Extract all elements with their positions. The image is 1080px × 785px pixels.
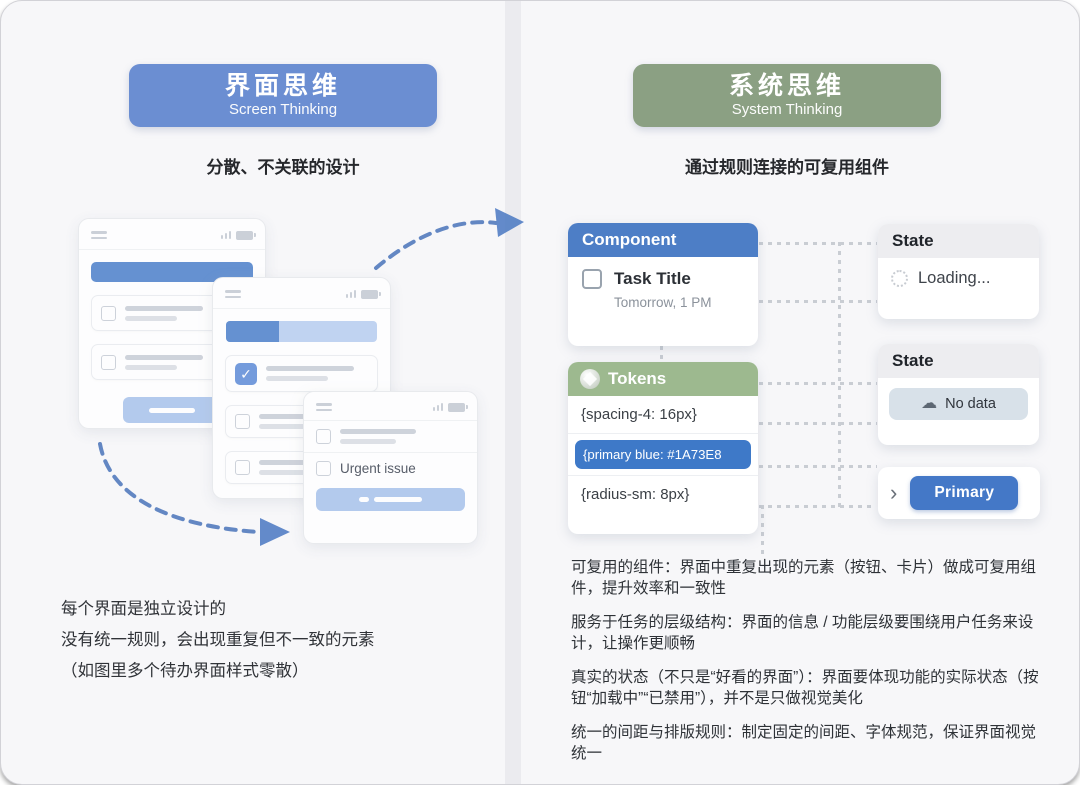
signal-icon bbox=[345, 290, 356, 298]
loading-label: Loading... bbox=[918, 269, 991, 287]
cloud-icon: ☁ bbox=[921, 395, 938, 412]
task-checkbox-icon[interactable] bbox=[582, 269, 602, 289]
checkbox-icon[interactable] bbox=[235, 414, 250, 429]
dotted-connector bbox=[759, 382, 877, 385]
battery-icon bbox=[448, 402, 468, 412]
primary-button-card: › Primary bbox=[878, 467, 1040, 519]
checkbox-icon[interactable] bbox=[316, 429, 331, 444]
left-banner: 界面思维 Screen Thinking bbox=[129, 64, 437, 127]
mock-button[interactable] bbox=[123, 397, 221, 423]
right-notes: 可复用的组件：界面中重复出现的元素（按钮、卡片）做成可复用组件，提升效率和一致性… bbox=[571, 557, 1049, 777]
tokens-card-header: Tokens bbox=[608, 369, 667, 388]
signal-icon bbox=[432, 403, 443, 411]
dashed-arrow-to-system bbox=[374, 208, 524, 270]
state-nodata-card: State ☁ No data bbox=[878, 344, 1039, 445]
nodata-pill: ☁ No data bbox=[889, 388, 1028, 420]
right-banner-subtitle: System Thinking bbox=[731, 101, 843, 118]
task-time: Tomorrow, 1 PM bbox=[614, 295, 712, 310]
dotted-connector bbox=[759, 465, 877, 468]
battery-icon bbox=[361, 289, 381, 299]
todo-item bbox=[304, 421, 477, 453]
right-banner-title: 系统思维 bbox=[728, 72, 845, 100]
checkbox-icon[interactable] bbox=[101, 354, 116, 370]
left-banner-title: 界面思维 bbox=[224, 72, 341, 100]
dotted-connector bbox=[759, 242, 877, 245]
token-row-spacing: {spacing-4: 16px} bbox=[581, 406, 697, 423]
right-note-paragraph: 真实的状态（不只是“好看的界面”）：界面要体现功能的实际状态（按钮“加载中”“已… bbox=[571, 669, 1039, 707]
right-note-paragraph: 可复用的组件：界面中重复出现的元素（按钮、卡片）做成可复用组件，提升效率和一致性 bbox=[571, 559, 1037, 597]
todo-item-checked bbox=[225, 355, 378, 392]
scattered-screens-illustration: Urgent issue bbox=[1, 1, 541, 581]
dotted-connector bbox=[759, 300, 877, 303]
component-card: Component Task Title Tomorrow, 1 PM bbox=[568, 223, 758, 346]
left-note-line: 每个界面是独立设计的 bbox=[61, 600, 226, 618]
token-row-primary-blue: {primary blue: #1A73E8 bbox=[575, 440, 751, 469]
hamburger-icon bbox=[316, 400, 332, 414]
left-banner-subtitle: Screen Thinking bbox=[228, 101, 338, 118]
task-title: Task Title bbox=[614, 269, 691, 288]
right-note-paragraph: 统一的间距与排版规则：制定固定的间距、字体规范，保证界面视觉统一 bbox=[571, 724, 1037, 762]
checked-checkbox-icon[interactable] bbox=[235, 362, 257, 385]
dotted-connector bbox=[759, 422, 877, 425]
signal-icon bbox=[220, 231, 231, 239]
state-loading-card: State Loading... bbox=[878, 224, 1039, 319]
mock-screen-3: Urgent issue bbox=[303, 391, 478, 544]
battery-icon bbox=[236, 230, 256, 240]
tokens-card: Tokens {spacing-4: 16px} {primary blue: … bbox=[568, 362, 758, 534]
left-notes: 每个界面是独立设计的 没有统一规则，会出现重复但不一致的元素 （如图里多个待办界… bbox=[61, 594, 501, 687]
urgent-issue-label: Urgent issue bbox=[340, 461, 416, 476]
chevron-right-icon: › bbox=[890, 480, 898, 505]
dotted-connector bbox=[761, 505, 764, 557]
progress-bar bbox=[226, 321, 377, 342]
dotted-connector bbox=[838, 242, 841, 508]
state-nodata-header: State bbox=[878, 344, 1039, 378]
token-sphere-icon bbox=[580, 369, 600, 389]
checkbox-icon[interactable] bbox=[101, 305, 116, 321]
dashed-arrow-loop bbox=[98, 442, 290, 546]
checkbox-icon[interactable] bbox=[235, 460, 250, 475]
spinner-icon bbox=[891, 270, 908, 287]
dotted-connector bbox=[660, 346, 663, 363]
header-bar bbox=[91, 262, 253, 282]
right-caption: 通过规则连接的可复用组件 bbox=[685, 158, 889, 177]
primary-button[interactable]: Primary bbox=[910, 476, 1019, 510]
urgent-issue-row: Urgent issue bbox=[304, 453, 477, 484]
mock-button[interactable] bbox=[316, 488, 465, 511]
todo-item bbox=[225, 405, 378, 438]
left-note-line: 没有统一规则，会出现重复但不一致的元素 bbox=[61, 631, 375, 649]
hamburger-icon bbox=[91, 228, 107, 242]
token-row-radius: {radius-sm: 8px} bbox=[568, 475, 758, 513]
dotted-connector bbox=[759, 505, 871, 508]
arrowhead-icon bbox=[260, 518, 290, 546]
right-banner: 系统思维 System Thinking bbox=[633, 64, 941, 127]
checkbox-icon[interactable] bbox=[316, 461, 331, 476]
component-card-header: Component bbox=[568, 223, 758, 257]
arrowhead-icon bbox=[495, 208, 524, 237]
left-note-line: （如图里多个待办界面样式零散） bbox=[61, 662, 309, 680]
todo-item bbox=[91, 344, 253, 380]
column-divider bbox=[505, 1, 521, 784]
nodata-label: No data bbox=[945, 396, 996, 412]
hamburger-icon bbox=[225, 287, 241, 301]
left-caption: 分散、不关联的设计 bbox=[206, 158, 360, 177]
state-loading-header: State bbox=[878, 224, 1039, 258]
right-note-paragraph: 服务于任务的层级结构：界面的信息 / 功能层级要围绕用户任务来设计，让操作更顺畅 bbox=[571, 614, 1034, 652]
